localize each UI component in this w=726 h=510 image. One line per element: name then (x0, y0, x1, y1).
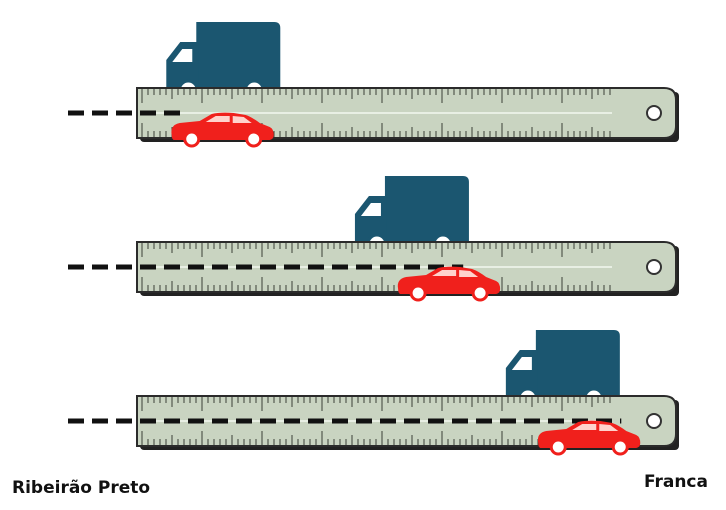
car-icon (397, 266, 501, 302)
truck-icon (505, 330, 620, 409)
panel-3 (68, 330, 679, 456)
car-icon (171, 112, 274, 148)
panel-1 (68, 22, 679, 148)
ruler-hole-icon (646, 105, 662, 121)
destination-label: Franca (643, 472, 708, 492)
ruler-ticks (141, 397, 611, 445)
panel-2 (68, 176, 679, 302)
ruler-hole-icon (646, 259, 662, 275)
car-icon (537, 420, 641, 456)
truck-icon (166, 22, 281, 101)
origin-label: Ribeirão Preto (12, 478, 151, 498)
ruler-hole-icon (646, 413, 662, 429)
